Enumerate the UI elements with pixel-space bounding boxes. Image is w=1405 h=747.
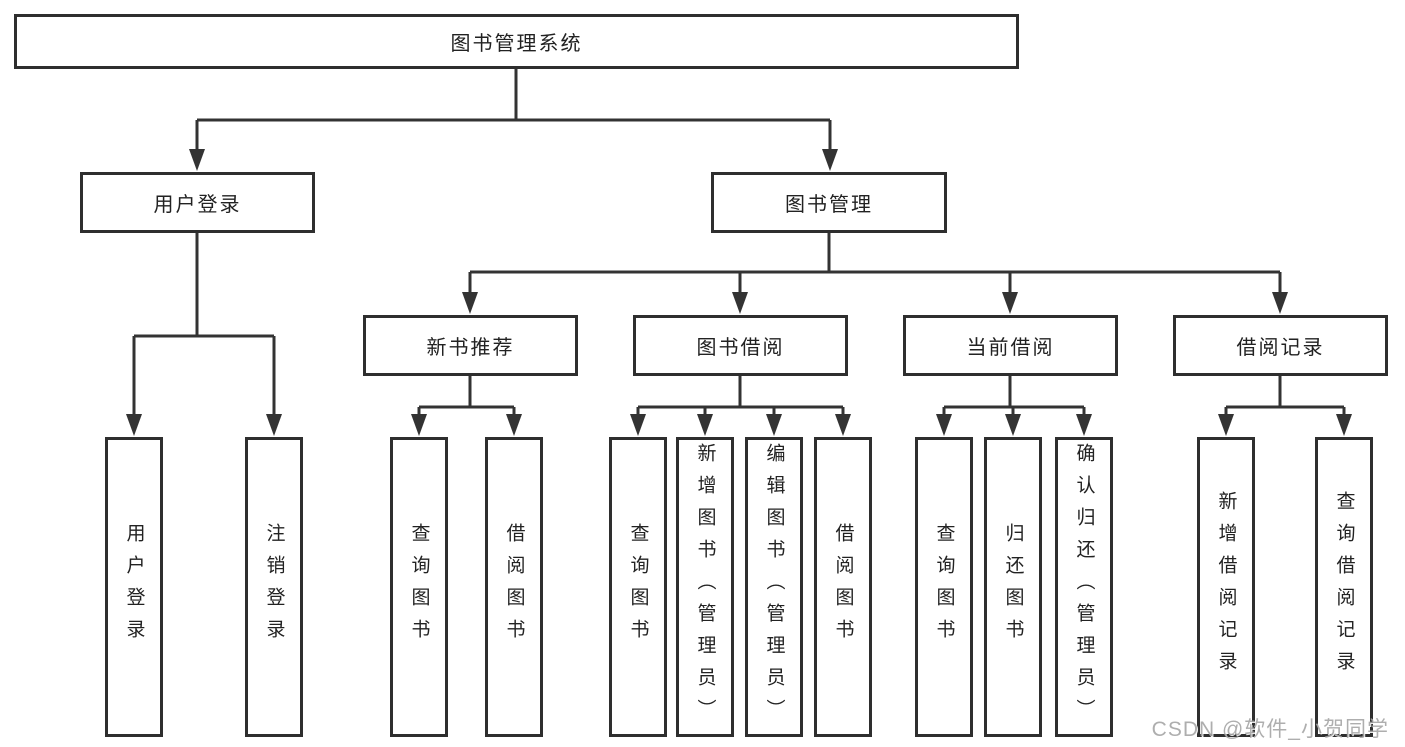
node-leaf-user-login: 用户登录 [105,437,163,737]
arrow-down-icon [766,414,782,436]
connector-book-borrow [636,376,845,415]
node-borrow-record: 借阅记录 [1173,315,1388,376]
node-book-borrow: 图书借阅 [633,315,848,376]
node-user-login: 用户登录 [80,172,315,233]
arrow-down-icon [1272,292,1288,314]
connector-user-login [132,233,276,415]
node-leaf-logout: 注销登录 [245,437,303,737]
node-leaf-borrow-books-1: 借阅图书 [485,437,543,737]
arrow-down-icon [835,414,851,436]
node-leaf-add-borrow-record: 新增借阅记录 [1197,437,1255,737]
arrow-down-icon [126,414,142,436]
node-leaf-query-borrow-record: 查询借阅记录 [1315,437,1373,737]
node-leaf-return-book: 归还图书 [984,437,1042,737]
node-leaf-add-book-admin: 新增图书（管理员） [676,437,734,737]
arrow-down-icon [1336,414,1352,436]
arrow-down-icon [189,149,205,171]
node-leaf-borrow-books-2: 借阅图书 [814,437,872,737]
connector-borrow-record [1224,376,1346,415]
node-leaf-query-books-2: 查询图书 [609,437,667,737]
arrow-down-icon [732,292,748,314]
node-book-management: 图书管理 [711,172,947,233]
node-leaf-query-books-3: 查询图书 [915,437,973,737]
arrow-down-icon [506,414,522,436]
arrow-down-icon [411,414,427,436]
node-new-book-recommend: 新书推荐 [363,315,578,376]
connector-root [195,69,832,150]
arrow-down-icon [630,414,646,436]
arrow-down-icon [697,414,713,436]
arrow-down-icon [1076,414,1092,436]
arrow-down-icon [822,149,838,171]
arrow-down-icon [462,292,478,314]
node-current-borrow: 当前借阅 [903,315,1118,376]
node-root: 图书管理系统 [14,14,1019,69]
node-leaf-query-books-1: 查询图书 [390,437,448,737]
node-leaf-confirm-return-admin: 确认归还（管理员） [1055,437,1113,737]
connector-current-borrow [942,376,1086,415]
arrow-down-icon [266,414,282,436]
arrow-down-icon [1005,414,1021,436]
arrow-down-icon [1002,292,1018,314]
arrow-down-icon [1218,414,1234,436]
node-leaf-edit-book-admin: 编辑图书（管理员） [745,437,803,737]
arrow-down-icon [936,414,952,436]
connector-new-book-rec [417,376,516,415]
connector-book-mgmt [468,233,1282,293]
csdn-watermark: CSDN @软件_小贺同学 [1151,718,1389,741]
